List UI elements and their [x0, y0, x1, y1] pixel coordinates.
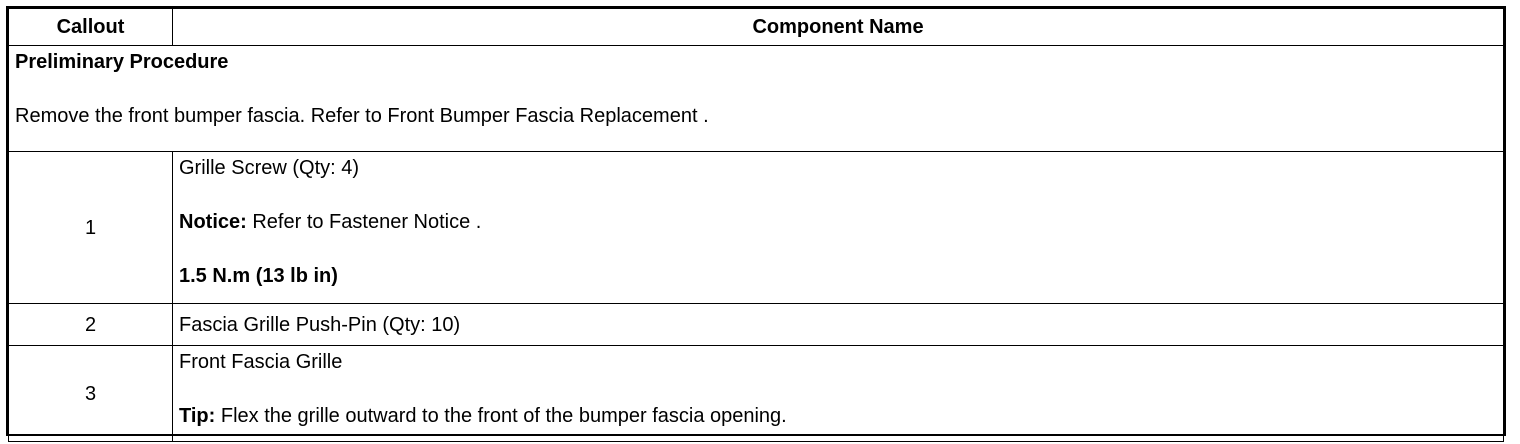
component-name-cell: Grille Screw (Qty: 4) Notice: Refer to F…	[172, 151, 1504, 304]
preliminary-cell: Preliminary Procedure Remove the front b…	[8, 45, 1504, 152]
tip-line: Tip: Flex the grille outward to the fron…	[179, 404, 1497, 428]
table-row: 3 Front Fascia Grille Tip: Flex the gril…	[8, 345, 1504, 442]
notice-line: Notice: Refer to Fastener Notice .	[179, 210, 1497, 234]
table-row: 1 Grille Screw (Qty: 4) Notice: Refer to…	[8, 151, 1504, 304]
component-name: Grille Screw (Qty: 4)	[179, 157, 360, 179]
callout-cell: 2	[8, 303, 173, 346]
preliminary-title: Preliminary Procedure	[15, 51, 229, 73]
callout-cell: 1	[8, 151, 173, 304]
header-row: Callout Component Name	[8, 8, 1504, 46]
component-name: Front Fascia Grille	[179, 351, 343, 373]
component-table: Callout Component Name Preliminary Proce…	[8, 8, 1504, 442]
notice-text: Refer to Fastener Notice .	[246, 211, 482, 233]
component-name-cell: Fascia Grille Push-Pin (Qty: 10)	[172, 303, 1504, 346]
header-component-name: Component Name	[172, 8, 1504, 46]
component-table-frame: Callout Component Name Preliminary Proce…	[6, 6, 1506, 442]
component-name-cell: Front Fascia Grille Tip: Flex the grille…	[172, 345, 1504, 442]
table-row: 2 Fascia Grille Push-Pin (Qty: 10)	[8, 303, 1504, 346]
preliminary-row: Preliminary Procedure Remove the front b…	[8, 45, 1504, 152]
tip-text: Flex the grille outward to the front of …	[215, 405, 787, 427]
component-name: Fascia Grille Push-Pin (Qty: 10)	[179, 313, 461, 336]
callout-cell: 3	[8, 345, 173, 442]
torque-spec: 1.5 N.m (13 lb in)	[179, 265, 338, 287]
tip-label: Tip:	[179, 405, 216, 427]
preliminary-text: Remove the front bumper fascia. Refer to…	[15, 105, 709, 127]
header-callout: Callout	[8, 8, 173, 46]
notice-label: Notice:	[179, 211, 247, 233]
